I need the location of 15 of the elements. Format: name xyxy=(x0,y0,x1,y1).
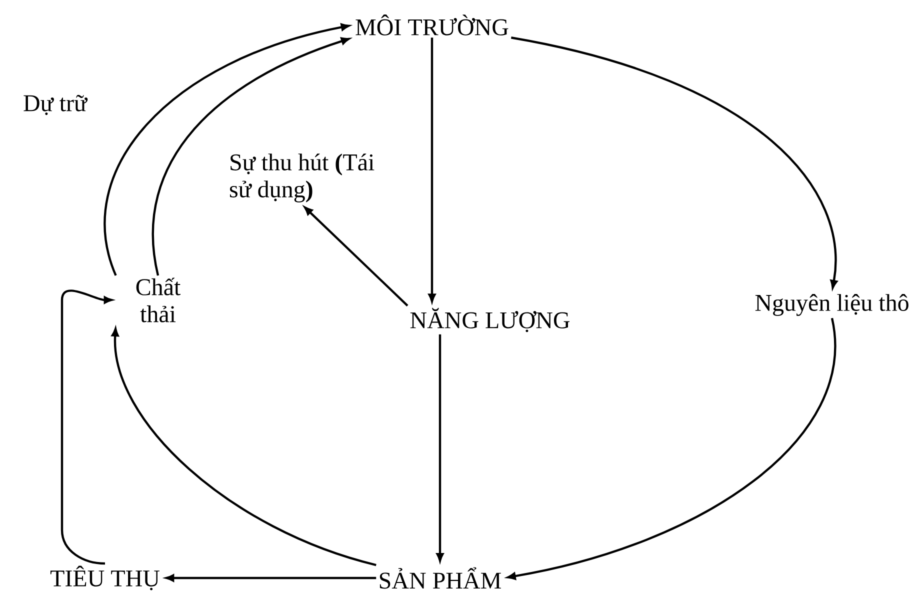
arrow xyxy=(304,206,408,306)
arrow xyxy=(428,38,436,302)
text-label: NĂNG LƯỢNG xyxy=(410,308,570,332)
text-label: MÔI TRƯỜNG xyxy=(356,14,508,36)
text-label: SẢN PHẨM xyxy=(380,567,501,589)
arrow xyxy=(152,37,350,276)
text-label: Chất thải xyxy=(136,278,181,322)
text-label: TIÊU THỤ xyxy=(50,566,160,590)
arrow xyxy=(507,318,836,580)
text-label: Nguyên liệu thô xyxy=(755,294,908,316)
arrow xyxy=(436,334,444,562)
arrow xyxy=(166,574,376,582)
text-label: Sự thu hút (Tái sử dụng) xyxy=(230,154,374,202)
edge-label: Dự trữ xyxy=(22,94,88,116)
arrow xyxy=(60,290,112,565)
